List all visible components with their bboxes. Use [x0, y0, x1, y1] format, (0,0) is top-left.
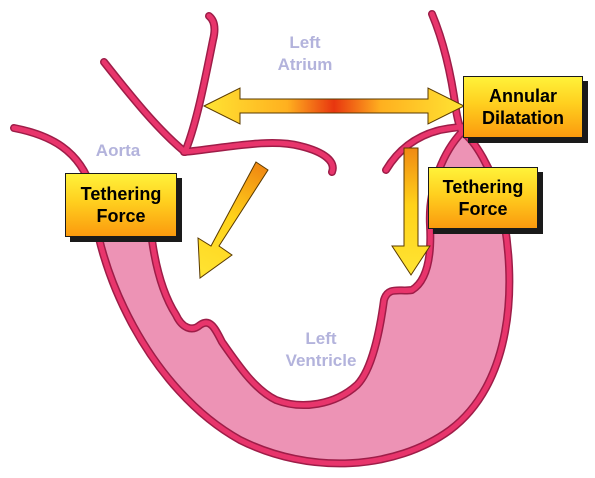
left-tethering-arrow [198, 162, 268, 278]
annular-dilatation-box: Annular Dilatation [463, 76, 583, 138]
left-ventricle-label-line2: Ventricle [286, 351, 357, 370]
tethering-force-left-box: Tethering Force [65, 173, 177, 237]
left-atrium-label: Left Atrium [270, 32, 340, 76]
tethering-force-right-line1: Tethering [443, 176, 524, 198]
aorta-label-text: Aorta [96, 141, 140, 160]
annular-dilatation-line2: Dilatation [482, 107, 564, 129]
tethering-force-right-box: Tethering Force [428, 167, 538, 229]
tethering-force-right-line2: Force [458, 198, 507, 220]
left-atrium-label-line1: Left [289, 33, 320, 52]
tethering-force-left-line1: Tethering [81, 183, 162, 205]
aorta-label: Aorta [88, 140, 148, 162]
right-tethering-arrow [392, 148, 430, 275]
left-atrium-label-line2: Atrium [278, 55, 333, 74]
tethering-force-left-line2: Force [96, 205, 145, 227]
left-ventricle-label-line1: Left [305, 329, 336, 348]
left-ventricle-label: Left Ventricle [276, 328, 366, 372]
annular-double-arrow [204, 88, 464, 124]
annular-dilatation-line1: Annular [489, 85, 557, 107]
